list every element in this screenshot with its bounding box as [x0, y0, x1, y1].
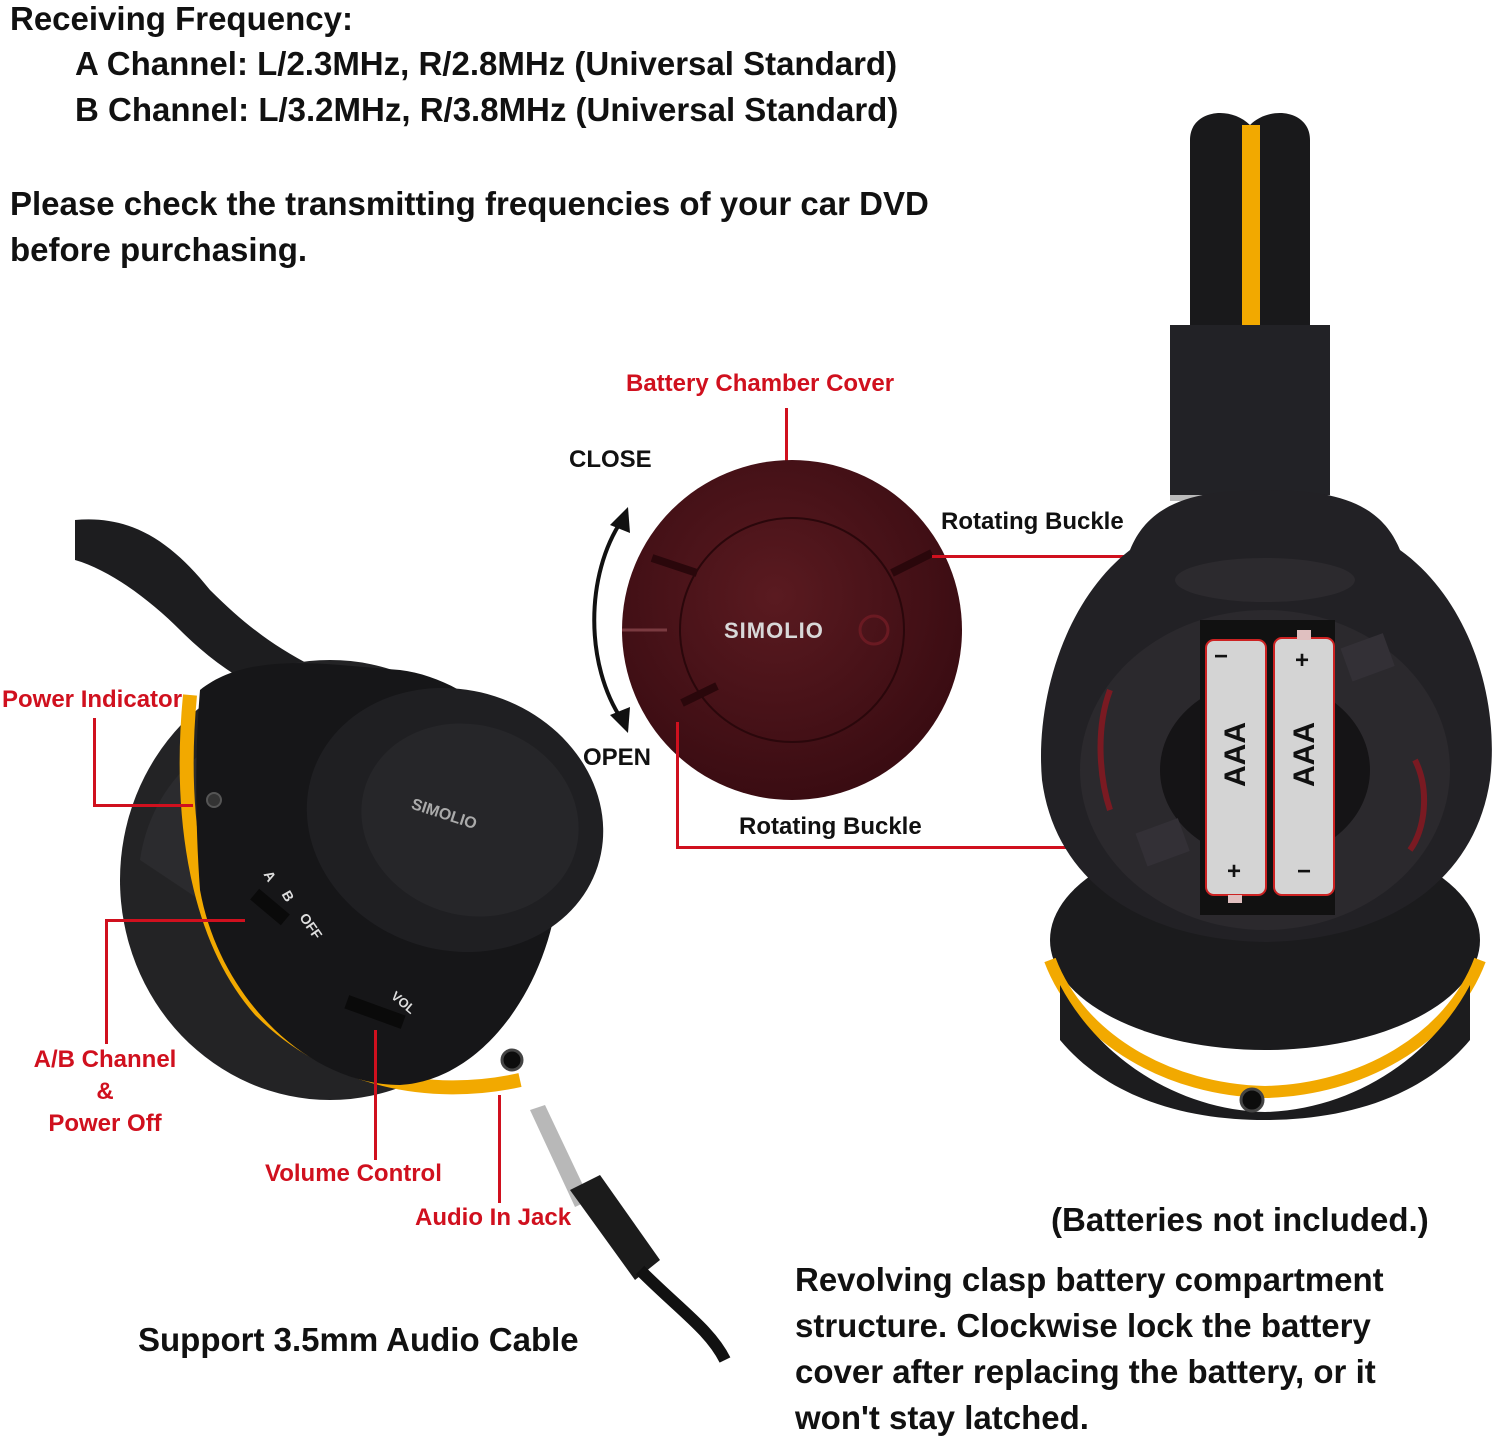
ab-channel-label-line2: & — [96, 1078, 114, 1105]
battery-chamber-cover-label: Battery Chamber Cover — [626, 370, 895, 397]
left-headphone-illustration — [75, 519, 731, 1363]
description-line-1: Revolving clasp battery compartment — [795, 1261, 1384, 1298]
battery-1-type: AAA — [1219, 722, 1252, 787]
rotating-buckle-top-label: Rotating Buckle — [941, 508, 1124, 535]
rotating-buckle-bottom-label: Rotating Buckle — [739, 813, 922, 840]
notice-line-1: Please check the transmitting frequencie… — [10, 185, 929, 222]
cover-brand-logo: SIMOLIO — [724, 618, 824, 643]
audio-cable-caption: Support 3.5mm Audio Cable — [138, 1321, 579, 1358]
a-channel-spec: A Channel: L/2.3MHz, R/2.8MHz (Universal… — [75, 45, 898, 82]
rotate-arrow-icon — [592, 507, 630, 733]
ab-channel-label-line1: A/B Channel — [33, 1046, 177, 1073]
notice-line-2: before purchasing. — [10, 231, 308, 268]
right-headphone-illustration — [1041, 113, 1492, 1120]
receiving-frequency-title: Receiving Frequency: — [10, 0, 353, 37]
battery-cover-disc — [622, 460, 962, 800]
open-label: OPEN — [583, 744, 652, 771]
battery-2-type: AAA — [1288, 722, 1321, 787]
ab-channel-label-line3: Power Off — [48, 1110, 162, 1137]
volume-control-label: Volume Control — [265, 1160, 442, 1187]
description-line-4: won't stay latched. — [795, 1399, 1089, 1436]
description-line-3: cover after replacing the battery, or it — [795, 1353, 1376, 1390]
power-indicator-label: Power Indicator — [2, 686, 183, 713]
description-line-2: structure. Clockwise lock the battery — [795, 1307, 1371, 1344]
battery-2-bottom-terminal: − — [1297, 858, 1312, 885]
b-channel-spec: B Channel: L/3.2MHz, R/3.8MHz (Universal… — [75, 91, 899, 128]
battery-1-top-terminal: − — [1214, 643, 1229, 670]
battery-1-bottom-terminal: + — [1227, 858, 1242, 885]
batteries-not-included-note: (Batteries not included.) — [1051, 1201, 1429, 1238]
close-label: CLOSE — [569, 446, 652, 473]
audio-in-jack-label: Audio In Jack — [415, 1204, 572, 1231]
battery-2-top-terminal: + — [1295, 647, 1310, 674]
